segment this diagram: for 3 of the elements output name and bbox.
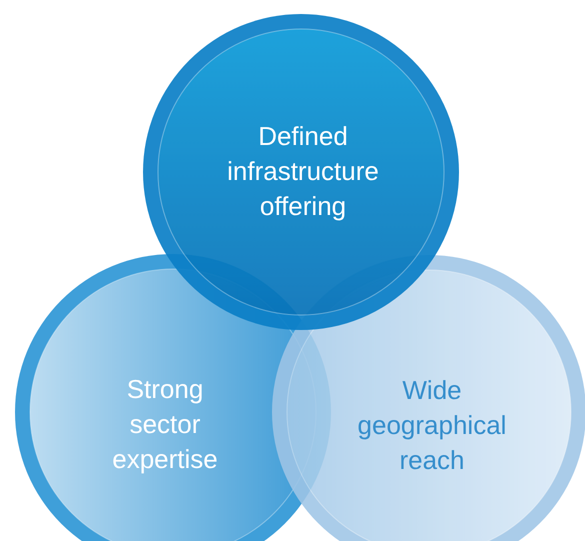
- circle-label: Strong sector expertise: [111, 373, 219, 476]
- circle-label: Wide geographical reach: [356, 374, 508, 477]
- circle-label: Defined infrastructure offering: [226, 120, 380, 223]
